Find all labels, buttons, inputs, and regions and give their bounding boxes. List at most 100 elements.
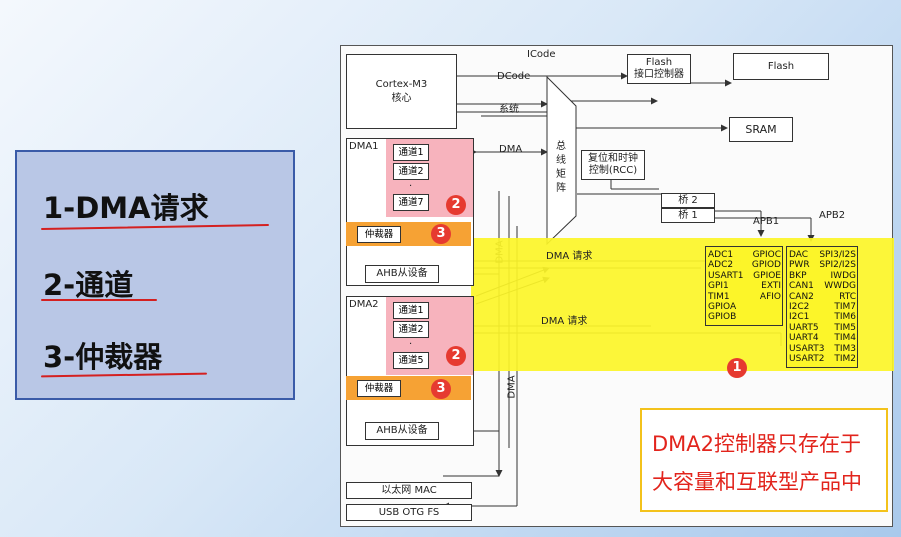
dma1-channel-dots: · [409,181,413,192]
apb2-peripheral: TIM1 [708,291,730,302]
flash-interface-box: Flash 接口控制器 [627,54,691,84]
flash-memory-box: Flash [733,53,829,80]
apb2-label: APB2 [819,210,846,221]
apb1-peripheral: UART5 [789,322,819,333]
dma2-channel-dots: · [409,339,413,350]
apb1-peripheral: TIM6 [834,312,856,323]
dma1-ahb-slave: AHB从设备 [365,265,439,283]
apb1-peripheral: I2C2 [789,302,810,313]
apb2-peripheral: GPIOE [753,270,781,281]
bridge-1-label: 桥 1 [678,210,698,221]
ethernet-mac-label: 以太网 MAC [381,485,437,496]
apb2-peripheral: ADC1 [708,250,734,260]
apb1-peripheral: TIM7 [834,302,856,313]
apb1-peripheral: I2C1 [789,312,810,323]
apb1-peripheral: SPI3/I2S [819,250,856,260]
apb1-peripheral: BKP [789,270,807,281]
badge-2-dma1: 2 [446,195,466,215]
apb2-peripheral: GPIOD [751,260,781,271]
badge-2-dma2: 2 [446,346,466,366]
flash-ctrl-label-2: 接口控制器 [634,69,684,80]
apb2-peripheral: GPIOB [708,312,737,323]
badge-3-dma2: 3 [431,379,451,399]
legend-item-arbiter: 3-仲裁器 [43,340,163,374]
bus-matrix-shape [546,76,577,246]
dma2-ahb-slave-label: AHB从设备 [376,425,428,436]
apb2-peripheral: AFIO [759,291,781,302]
dma1-arbiter: 仲裁器 [357,226,401,243]
apb2-peripheral: USART1 [708,270,744,281]
dma2-arbiter: 仲裁器 [357,380,401,397]
legend-item-dma-request: 1-DMA请求 [43,191,209,225]
dma-block-diagram: Cortex-M3 核心 ICode DCode 系统 DMA DMA DMA … [340,45,894,527]
apb1-peripheral: CAN2 [789,291,814,302]
apb1-peripheral: CAN1 [789,281,814,292]
apb1-peripheral: TIM5 [834,322,856,333]
dma2-vertical-label: DMA [506,375,518,399]
apb2-peripheral: ADC2 [708,260,734,271]
usb-otg-box: USB OTG FS [346,504,472,521]
rcc-box: 复位和时钟 控制(RCC) [581,150,645,180]
cortex-m3-core: Cortex-M3 核心 [346,54,457,129]
apb1-peripheral: RTC [839,291,856,302]
apb1-label: APB1 [753,216,780,227]
apb1-peripheral: DAC [789,250,809,260]
apb1-peripheral: UART4 [789,333,819,344]
apb1-peripheral: WWDG [824,281,856,292]
dma-request-label-1: DMA 请求 [546,251,593,262]
dma2-ahb-slave: AHB从设备 [365,422,439,440]
apb1-peripheral: SPI2/I2S [819,260,856,271]
rcc-label-1: 复位和时钟 [588,153,638,164]
apb2-peripheral: EXTI [761,281,781,292]
apb2-peripherals-box [705,246,783,326]
flash-ctrl-label-1: Flash [645,57,673,68]
icode-bus-label: ICode [527,49,556,60]
legend-item-channel: 2-通道 [43,268,134,302]
legend-panel: 1-DMA请求 2-通道 3-仲裁器 [15,150,295,400]
core-label: 核心 [391,93,412,104]
apb1-peripheral: IWDG [830,270,856,281]
dma-bus-label: DMA [499,144,523,155]
flash-label: Flash [767,61,795,72]
apb1-peripheral: TIM2 [834,354,856,365]
apb2-peripheral: GPIOA [708,302,737,313]
note-line-2: 大容量和互联型产品中 [652,470,862,494]
dma-request-label-2: DMA 请求 [541,316,588,327]
dma2-channel-2: 通道2 [393,321,429,338]
note-line-1: DMA2控制器只存在于 [652,432,862,456]
ethernet-mac-box: 以太网 MAC [346,482,472,499]
dma2-note-box: DMA2控制器只存在于 大容量和互联型产品中 [640,408,888,512]
apb1-peripheral: TIM3 [834,343,856,354]
dma1-channel-2: 通道2 [393,163,429,180]
apb1-peripheral: USART3 [789,343,825,354]
system-bus-label: 系统 [499,104,519,115]
badge-3-dma1: 3 [431,224,451,244]
dma1-title: DMA1 [349,141,379,152]
dma2-channel-5: 通道5 [393,352,429,369]
dcode-bus-label: DCode [497,71,531,82]
legend-underline-2 [41,299,157,301]
apb1-peripheral: TIM4 [834,333,856,344]
bus-matrix-label: 总线矩阵 [556,141,566,194]
sram-label: SRAM [745,123,777,136]
rcc-label-2: 控制(RCC) [588,165,638,176]
dma2-title: DMA2 [349,299,379,310]
apb1-peripheral: PWR [789,260,810,271]
bridge-1-box: 桥 1 [661,208,715,223]
dma1-channel-7: 通道7 [393,194,429,211]
sram-box: SRAM [729,117,793,142]
dma1-channel-1: 通道1 [393,144,429,161]
usb-otg-label: USB OTG FS [378,507,440,518]
cortex-label: Cortex-M3 [375,79,428,90]
apb1-peripherals-box [786,246,858,368]
bridge-2-label: 桥 2 [678,195,698,206]
bridge-2-box: 桥 2 [661,193,715,208]
dma1-ahb-slave-label: AHB从设备 [376,268,428,279]
apb1-peripheral: USART2 [789,354,825,365]
apb2-peripheral: GPIOC [752,250,781,260]
apb2-peripheral: GPI1 [708,281,729,292]
